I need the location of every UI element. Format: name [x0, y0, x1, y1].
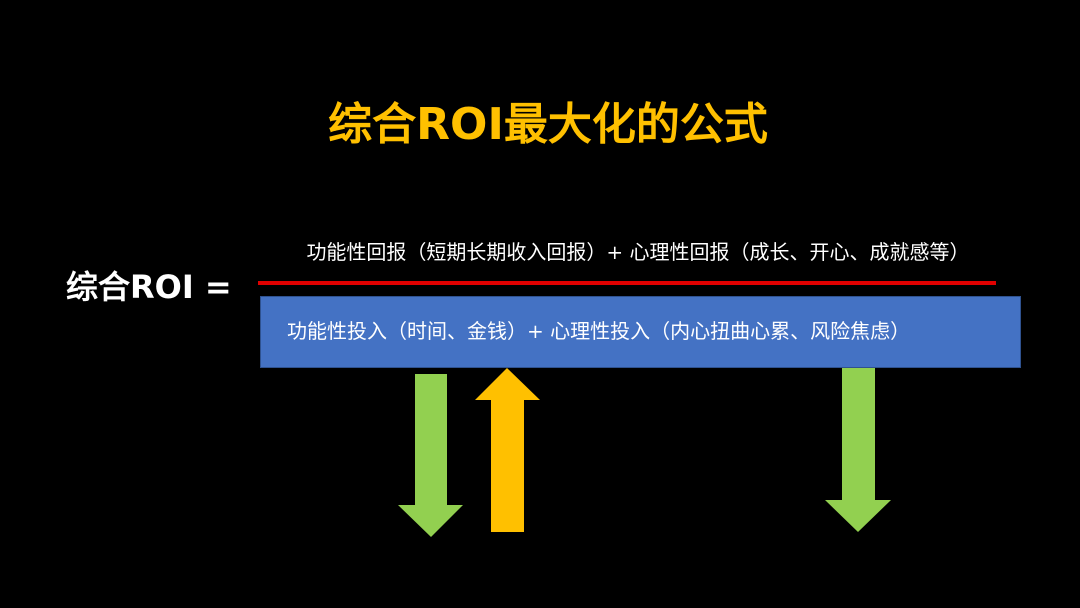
slide-title: 综合ROI最大化的公式: [328, 99, 768, 150]
arrow-up-icon: [475, 368, 540, 532]
fraction-line: [258, 281, 996, 285]
formula-denominator: 功能性投入（时间、金钱）+ 心理性投入（内心扭曲心累、风险焦虑）: [287, 319, 911, 343]
formula-denominator-box: 功能性投入（时间、金钱）+ 心理性投入（内心扭曲心累、风险焦虑）: [260, 296, 1021, 368]
formula-lhs: 综合ROI =: [66, 268, 232, 306]
formula-numerator: 功能性回报（短期长期收入回报）+ 心理性回报（成长、开心、成就感等）: [306, 240, 970, 264]
arrow-down-right-icon: [825, 368, 891, 532]
arrow-down-left-icon: [398, 374, 463, 537]
